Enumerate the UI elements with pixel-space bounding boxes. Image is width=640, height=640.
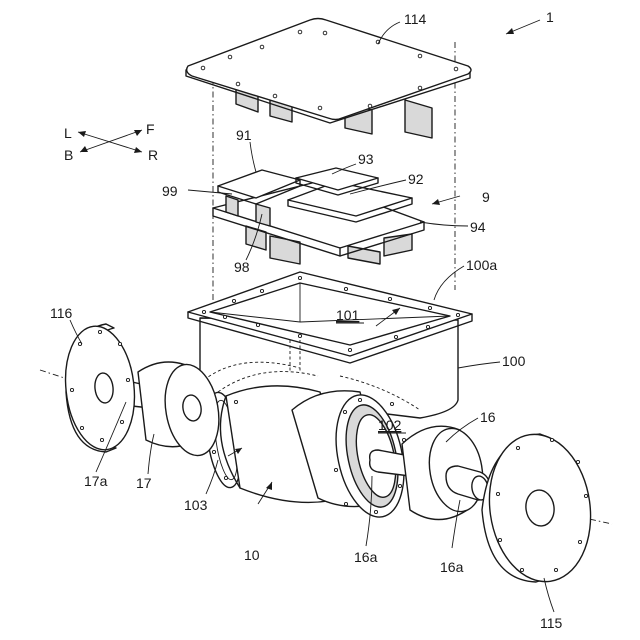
label-shaft-16a-left: 16a [354, 549, 378, 565]
label-plate-115: 115 [540, 615, 563, 631]
label-board-99: 99 [162, 183, 178, 199]
label-flange-100a: 100a [466, 257, 497, 273]
direction-indicator: L F B R [64, 121, 158, 163]
label-shaft-17a: 17a [84, 473, 108, 489]
direction-right-label: R [148, 147, 158, 163]
label-fig-1: 1 [546, 9, 554, 25]
direction-back-label: B [64, 147, 73, 163]
end-plate-115 [480, 428, 600, 588]
label-plate-94: 94 [470, 219, 486, 235]
label-rotor-17: 17 [136, 475, 152, 491]
end-plate-116 [60, 323, 141, 453]
direction-left-label: L [64, 125, 72, 141]
label-cover-114: 114 [404, 11, 427, 27]
label-plate-116: 116 [50, 305, 73, 321]
label-assembly-9: 9 [482, 189, 490, 205]
label-board-92: 92 [408, 171, 424, 187]
label-opening-102: 102 [378, 417, 402, 433]
cover-114 [186, 19, 471, 139]
label-motor-10: 10 [244, 547, 260, 563]
label-board-93: 93 [358, 151, 374, 167]
label-housing-100: 100 [502, 353, 526, 369]
label-part-98: 98 [234, 259, 250, 275]
label-part-103: 103 [184, 497, 208, 513]
label-rotor-16: 16 [480, 409, 496, 425]
label-board-91: 91 [236, 127, 252, 143]
label-space-101: 101 [336, 307, 360, 323]
direction-front-label: F [146, 121, 155, 137]
control-assembly-9 [213, 168, 424, 264]
label-shaft-16a-right: 16a [440, 559, 464, 575]
